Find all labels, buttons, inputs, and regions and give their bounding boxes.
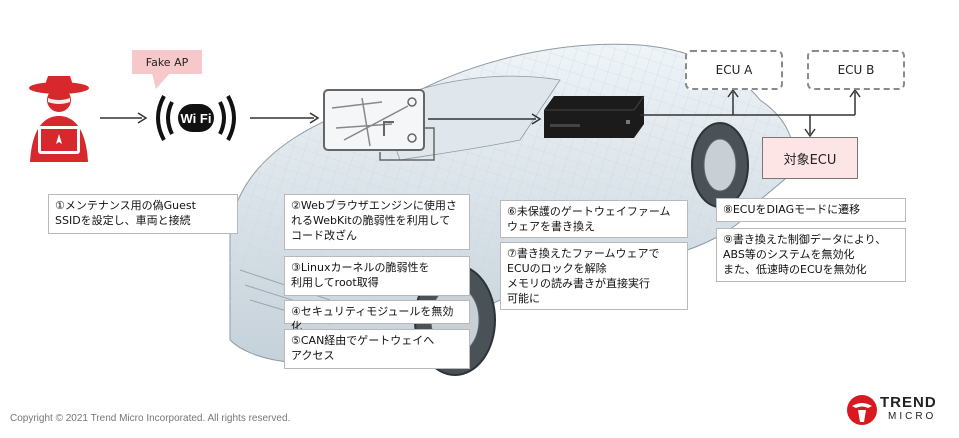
step-5-box: ⑤CAN経由でゲートウェイへ アクセス <box>284 329 470 369</box>
step-3-box: ③Linuxカーネルの脆弱性を 利用してroot取得 <box>284 256 470 296</box>
step-text-line: ③Linuxカーネルの脆弱性を <box>291 261 430 274</box>
gateway-device-icon <box>544 95 645 138</box>
target-ecu-label: 対象ECU <box>783 152 837 168</box>
step-text-line: ECUのロックを解除 <box>507 262 607 275</box>
step-8-box: ⑧ECUをDIAGモードに遷移 <box>716 198 906 222</box>
step-text-line: れるWebKitの脆弱性を利用して <box>291 214 451 227</box>
step-text-line: アクセス <box>291 349 335 362</box>
callout-pointer-icon <box>152 73 170 89</box>
step-text-line: ⑤CAN経由でゲートウェイへ <box>291 334 435 347</box>
step-1-box: ①メンテナンス用の偽Guest SSIDを設定し、車両と接続 <box>48 194 238 234</box>
step-text-line: ⑨書き換えた制御データにより、 <box>723 233 887 246</box>
step-text-line: ⑦書き換えたファームウェアで <box>507 247 660 260</box>
step-text-line: SSIDを設定し、車両と接続 <box>55 214 191 227</box>
navigation-unit-icon <box>323 89 435 161</box>
step-text-line: 可能に <box>507 292 540 305</box>
step-text-line: ⑧ECUをDIAGモードに遷移 <box>723 203 861 216</box>
step-2-box: ②Webブラウザエンジンに使用さ れるWebKitの脆弱性を利用して コード改ざ… <box>284 194 470 250</box>
step-text-line: メモリの読み書きが直接実行 <box>507 277 650 290</box>
step-text-line: コード改ざん <box>291 229 357 242</box>
wifi-text: Wi Fi <box>181 111 212 126</box>
ecu-b-label: ECU B <box>837 63 875 77</box>
step-text-line: ④セキュリティモジュールを無効化 <box>291 305 454 333</box>
step-text-line: ②Webブラウザエンジンに使用さ <box>291 199 457 212</box>
copyright-text: Copyright © 2021 Trend Micro Incorporate… <box>10 413 291 424</box>
trend-micro-logo-icon <box>847 395 877 425</box>
step-text-line: また、低速時のECUを無効化 <box>723 263 867 276</box>
step-text-line: ABS等のシステムを無効化 <box>723 248 855 261</box>
fake-ap-label: Fake AP <box>145 55 189 69</box>
can-bus-lines <box>640 88 861 138</box>
fake-ap-callout: Fake AP <box>132 50 202 74</box>
hacker-icon <box>29 76 89 162</box>
wifi-icon: Wi Fi <box>156 95 236 141</box>
logo-wordmark-bottom: MICRO <box>888 411 937 422</box>
step-7-box: ⑦書き換えたファームウェアで ECUのロックを解除 メモリの読み書きが直接実行 … <box>500 242 688 310</box>
step-text-line: ウェアを書き換え <box>507 220 595 233</box>
step-4-box: ④セキュリティモジュールを無効化 <box>284 300 470 333</box>
step-6-box: ⑥未保護のゲートウェイファーム ウェアを書き換え <box>500 200 688 238</box>
ecu-a-box: ECU A <box>685 50 783 90</box>
ecu-a-label: ECU A <box>715 63 753 77</box>
ecu-b-box: ECU B <box>807 50 905 90</box>
arrow-icon <box>100 112 148 124</box>
step-text-line: ①メンテナンス用の偽Guest <box>55 199 196 212</box>
arrow-icon <box>250 112 320 124</box>
arrow-icon <box>428 113 542 125</box>
logo-wordmark-top: TREND <box>880 394 937 411</box>
step-text-line: ⑥未保護のゲートウェイファーム <box>507 205 671 218</box>
target-ecu-box: 対象ECU <box>762 137 858 179</box>
step-text-line: 利用してroot取得 <box>291 276 379 289</box>
step-9-box: ⑨書き換えた制御データにより、 ABS等のシステムを無効化 また、低速時のECU… <box>716 228 906 282</box>
